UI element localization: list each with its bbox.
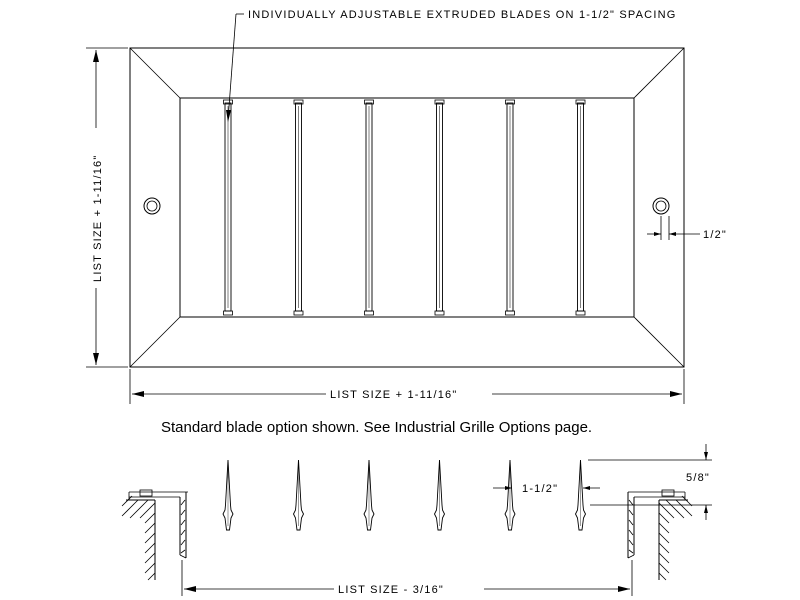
hole-offset-dimension: 1/2" (647, 216, 727, 241)
blades-callout: INDIVIDUALLY ADJUSTABLE EXTRUDED BLADES … (226, 9, 676, 122)
blade-spacing-dimension: 1-1/2" (493, 483, 600, 495)
drawing-caption: Standard blade option shown. See Industr… (161, 419, 592, 436)
blade-depth-dimension: 5/8" (588, 444, 712, 520)
front-blades (223, 99, 586, 316)
frame-hatch-left (180, 499, 186, 554)
section-blade (433, 459, 446, 531)
section-blade (222, 459, 234, 531)
width-dimension: LIST SIZE + 1-11/16" (129, 369, 685, 404)
section-blade (504, 459, 516, 531)
section-blade (574, 459, 587, 531)
left-frame-section (121, 489, 188, 581)
bevel-line (129, 316, 181, 368)
inner-opening (179, 97, 635, 318)
section-blade (292, 459, 305, 531)
frame-hatch-right (628, 499, 634, 554)
front-blade (293, 99, 304, 316)
opening-dimension-label: LIST SIZE - 3/16" (338, 584, 444, 596)
wall-hatch-right (658, 495, 693, 581)
mounting-hole-left (143, 197, 161, 215)
blade-depth-label: 5/8" (686, 472, 710, 484)
right-frame-section (627, 489, 693, 581)
front-blade (505, 99, 515, 316)
bevel-line (633, 316, 685, 368)
height-dimension: LIST SIZE + 1-11/16" (86, 47, 128, 368)
front-blade (223, 99, 233, 316)
height-dimension-label: LIST SIZE + 1-11/16" (92, 155, 104, 282)
front-blade (364, 99, 374, 316)
width-dimension-label: LIST SIZE + 1-11/16" (330, 389, 457, 401)
front-blade (434, 99, 445, 316)
front-blade (575, 99, 586, 316)
section-blades (222, 459, 587, 531)
mounting-hole-right (652, 197, 670, 215)
front-view: 1/2" INDIVIDUALLY ADJUSTABLE EXTRUDED BL… (86, 9, 727, 404)
section-blade (363, 459, 375, 531)
blades-callout-label: INDIVIDUALLY ADJUSTABLE EXTRUDED BLADES … (248, 9, 676, 21)
section-view: 1-1/2" 5/8" LIST SIZE - 3/16" (121, 444, 712, 596)
bevel-line (129, 47, 181, 99)
hole-offset-label: 1/2" (703, 229, 727, 241)
blade-spacing-label: 1-1/2" (522, 483, 558, 495)
opening-dimension: LIST SIZE - 3/16" (181, 560, 633, 596)
bevel-line (633, 47, 685, 99)
wall-hatch-left (121, 495, 156, 581)
outer-frame (129, 47, 685, 368)
